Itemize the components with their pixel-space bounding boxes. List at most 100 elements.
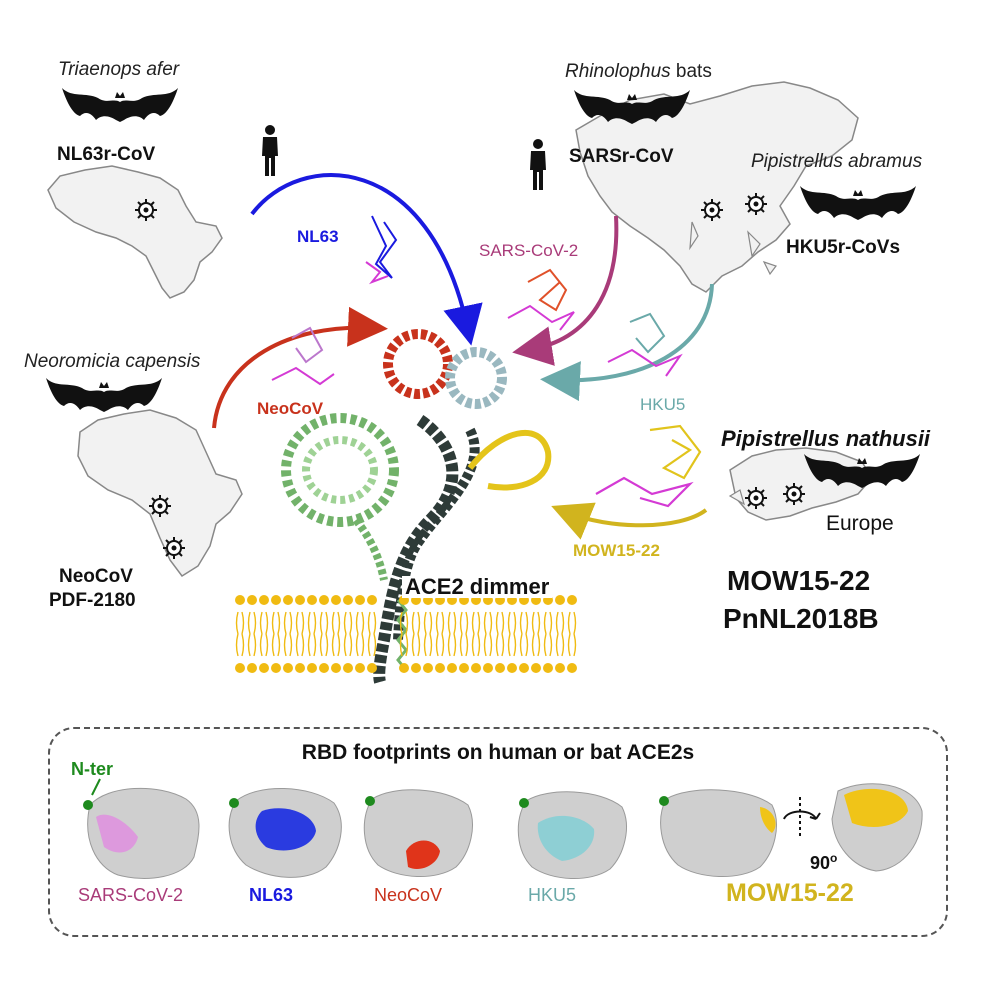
lipid-tail bbox=[411, 611, 421, 635]
virus-icon bbox=[744, 486, 768, 510]
lipid-head bbox=[411, 663, 421, 673]
lipid-tail bbox=[411, 633, 421, 657]
rotation-icon bbox=[783, 797, 821, 839]
lipid-head bbox=[471, 663, 481, 673]
lipid-tail bbox=[483, 611, 493, 635]
lipid-tail bbox=[235, 611, 245, 635]
lipid-head bbox=[367, 595, 377, 605]
footprints-title: RBD footprints on human or bat ACE2s bbox=[301, 741, 695, 764]
mow-arrow bbox=[551, 502, 708, 540]
virus-icon bbox=[700, 198, 724, 222]
lipid-tail bbox=[367, 611, 377, 635]
lipid-tail bbox=[435, 611, 445, 635]
lipid-tail bbox=[471, 633, 481, 657]
mow-rbd-structure bbox=[595, 424, 702, 508]
lipid-tail bbox=[555, 611, 565, 635]
lipid-tail bbox=[247, 633, 257, 657]
virus-hku5r: HKU5r-CoVs bbox=[786, 237, 901, 258]
lipid-head bbox=[343, 595, 353, 605]
lipid-tail bbox=[247, 611, 257, 635]
lipid-head bbox=[259, 663, 269, 673]
lipid-head bbox=[235, 663, 245, 673]
footprint-label-mow: MOW15-22 bbox=[726, 879, 854, 907]
mow-arrow-label: MOW15-22 bbox=[573, 541, 660, 560]
human-icon bbox=[262, 125, 278, 176]
footprint-label-neocov: NeoCoV bbox=[374, 885, 443, 905]
nl63-arrow bbox=[250, 173, 483, 346]
lipid-head bbox=[283, 595, 293, 605]
lipid-tail bbox=[271, 611, 281, 635]
lipid-head bbox=[331, 663, 341, 673]
lipid-head bbox=[355, 595, 365, 605]
bat-icon bbox=[62, 88, 178, 122]
lipid-tail bbox=[307, 633, 317, 657]
lipid-head bbox=[567, 663, 577, 673]
neocov-arrow-label: NeoCoV bbox=[257, 399, 324, 418]
lipid-head bbox=[307, 663, 317, 673]
lipid-tail bbox=[423, 611, 433, 635]
lipid-tail bbox=[355, 633, 365, 657]
lipid-tail bbox=[271, 633, 281, 657]
lipid-tail bbox=[399, 611, 409, 635]
nl63-rbd-structure bbox=[365, 215, 398, 285]
lipid-tail bbox=[519, 611, 529, 635]
bat-icon bbox=[800, 186, 916, 220]
lipid-tail bbox=[319, 611, 329, 635]
region-europe: Europe bbox=[826, 512, 894, 535]
neocov-arrow bbox=[212, 306, 388, 429]
lipid-tail bbox=[447, 611, 457, 635]
lipid-head bbox=[567, 595, 577, 605]
nl63-footprint-surface bbox=[228, 787, 342, 878]
bat-icon bbox=[46, 378, 162, 412]
virus-icon bbox=[744, 192, 768, 216]
nter-pointer bbox=[91, 778, 101, 796]
virus-mow15-22: MOW15-22 bbox=[727, 565, 871, 596]
lipid-head bbox=[319, 595, 329, 605]
europe-map bbox=[729, 447, 873, 521]
lipid-tail bbox=[507, 611, 517, 635]
lipid-tail bbox=[343, 611, 353, 635]
virus-icon bbox=[134, 198, 158, 222]
lipid-head bbox=[247, 595, 257, 605]
footprints-panel: RBD footprints on human or bat ACE2s bbox=[48, 727, 948, 937]
cell-membrane bbox=[235, 595, 577, 673]
lipid-tail bbox=[259, 633, 269, 657]
lipid-head bbox=[271, 595, 281, 605]
lipid-head bbox=[283, 663, 293, 673]
virus-pdf2180: PDF-2180 bbox=[49, 590, 136, 611]
lipid-tail bbox=[435, 633, 445, 657]
lipid-head bbox=[319, 663, 329, 673]
lipid-tail bbox=[531, 611, 541, 635]
sars2-footprint-surface bbox=[83, 787, 200, 879]
lipid-tail bbox=[471, 611, 481, 635]
footprint-label-sars2: SARS-CoV-2 bbox=[78, 885, 184, 905]
lipid-tail bbox=[331, 611, 341, 635]
hku5-rbd-structure bbox=[607, 312, 683, 377]
lipid-head bbox=[271, 663, 281, 673]
lipid-tail bbox=[367, 633, 377, 657]
lipid-tail bbox=[519, 633, 529, 657]
lipid-head bbox=[307, 595, 317, 605]
lipid-head bbox=[295, 595, 305, 605]
footprint-label-hku5: HKU5 bbox=[528, 885, 577, 905]
species-rhinolophus: Rhinolophus bats bbox=[565, 62, 712, 81]
lipid-tail bbox=[283, 633, 293, 657]
lipid-head bbox=[295, 663, 305, 673]
virus-sarsr: SARSr-CoV bbox=[569, 146, 674, 167]
hku5-footprint-surface bbox=[517, 791, 627, 879]
nl63-arrow-label: NL63 bbox=[297, 227, 339, 246]
mow-footprint-surface bbox=[659, 783, 923, 877]
lipid-tail bbox=[555, 633, 565, 657]
lipid-head bbox=[355, 663, 365, 673]
virus-neocov: NeoCoV bbox=[59, 566, 133, 587]
hku5-arrow-label: HKU5 bbox=[640, 395, 686, 414]
lipid-head bbox=[259, 595, 269, 605]
lipid-head bbox=[235, 595, 245, 605]
lipid-tail bbox=[295, 611, 305, 635]
virus-icon bbox=[148, 494, 172, 518]
footprint-label-nl63: NL63 bbox=[249, 885, 294, 905]
lipid-head bbox=[555, 595, 565, 605]
lipid-tail bbox=[495, 633, 505, 657]
footprints-graphics bbox=[83, 778, 923, 879]
